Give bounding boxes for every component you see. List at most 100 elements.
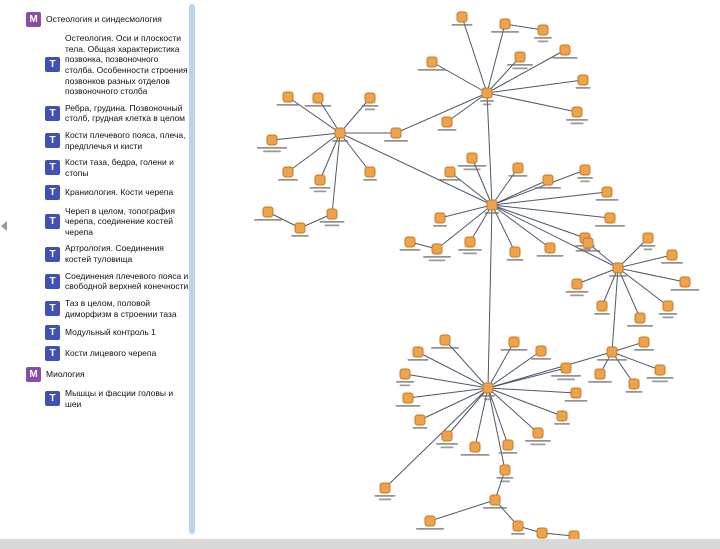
graph-node[interactable] <box>458 236 482 255</box>
graph-node[interactable] <box>525 427 551 446</box>
graph-node[interactable] <box>384 127 408 142</box>
graph-node[interactable] <box>257 134 287 153</box>
graph-node[interactable] <box>436 430 458 449</box>
graph-node[interactable] <box>627 312 653 327</box>
topic-badge: T <box>45 391 60 407</box>
graph-edge <box>469 204 493 243</box>
graph-node[interactable] <box>564 387 588 402</box>
graph-node[interactable] <box>399 236 421 251</box>
node-label-placeholder <box>463 168 481 171</box>
graph-node[interactable] <box>423 243 451 262</box>
node-label-placeholder <box>460 454 490 456</box>
graph-node[interactable] <box>565 278 589 297</box>
graph-node[interactable] <box>276 91 300 106</box>
graph-node[interactable] <box>575 74 591 89</box>
graph-node[interactable] <box>588 368 612 383</box>
graph-node[interactable] <box>451 11 473 26</box>
graph-node[interactable] <box>634 336 654 351</box>
graph-node[interactable] <box>609 262 627 277</box>
graph-node[interactable] <box>575 237 601 252</box>
graph-node[interactable] <box>536 242 564 257</box>
graph-node[interactable] <box>481 382 495 401</box>
graph-node[interactable] <box>625 378 643 393</box>
graph-node[interactable] <box>595 212 625 227</box>
graph-node[interactable] <box>460 441 490 456</box>
graph-node[interactable] <box>278 166 298 181</box>
graph-node[interactable] <box>507 51 533 70</box>
graph-node[interactable] <box>484 199 500 214</box>
graph-node[interactable] <box>439 166 461 181</box>
concept-map-pane[interactable] <box>200 0 720 549</box>
graph-node[interactable] <box>594 300 610 315</box>
graph-node[interactable] <box>508 162 528 177</box>
item-label: Краниология. Кости черепа <box>65 186 174 197</box>
graph-edge <box>404 373 489 389</box>
graph-node[interactable] <box>431 334 459 349</box>
node-label-placeholder <box>481 395 495 397</box>
graph-node[interactable] <box>670 276 700 291</box>
graph-node[interactable] <box>291 222 309 237</box>
graph-node[interactable] <box>511 520 525 535</box>
graph-node[interactable] <box>552 44 578 59</box>
graph-node[interactable] <box>407 346 429 361</box>
graph-node[interactable] <box>396 368 414 387</box>
module-badge: M <box>26 367 41 383</box>
graph-node[interactable] <box>361 92 379 111</box>
graph-node[interactable] <box>551 362 581 381</box>
graph-node[interactable] <box>319 208 345 227</box>
graph-node[interactable] <box>506 246 524 261</box>
graph-node[interactable] <box>457 152 487 171</box>
graph-node[interactable] <box>417 56 447 71</box>
graph-node[interactable] <box>480 87 494 106</box>
graph-node[interactable] <box>491 18 519 33</box>
graph-node[interactable] <box>577 164 593 183</box>
graph-node[interactable] <box>658 300 678 319</box>
graph-node[interactable] <box>595 186 619 201</box>
graph-node[interactable] <box>416 515 444 530</box>
collapse-sidebar-arrow-icon[interactable] <box>1 221 7 231</box>
graph-node[interactable] <box>363 166 377 181</box>
graph-node[interactable] <box>554 410 570 425</box>
graph-node[interactable] <box>535 174 561 189</box>
node-label-placeholder <box>566 119 588 121</box>
graph-edge <box>287 96 341 134</box>
graph-node[interactable] <box>661 249 683 264</box>
graph-node[interactable] <box>374 482 396 501</box>
graph-node[interactable] <box>332 127 348 142</box>
graph-node[interactable] <box>496 464 514 483</box>
graph-node[interactable] <box>597 346 627 361</box>
node-label-placeholder <box>670 289 700 291</box>
graph-node[interactable] <box>640 232 656 251</box>
topic-badge: T <box>45 133 60 149</box>
graph-node[interactable] <box>254 206 282 221</box>
graph-node[interactable] <box>646 364 674 383</box>
graph-node[interactable] <box>304 92 332 107</box>
graph-node[interactable] <box>433 212 447 227</box>
graph-node[interactable] <box>412 414 428 429</box>
graph-node[interactable] <box>483 494 507 509</box>
graph-node[interactable] <box>309 174 331 193</box>
sidebar-scrollbar[interactable] <box>189 4 195 534</box>
graph-node[interactable] <box>566 106 588 125</box>
graph-node[interactable] <box>395 392 421 407</box>
graph-node[interactable] <box>531 345 551 360</box>
graph-node[interactable] <box>437 116 457 131</box>
node-label-placeholder <box>580 180 590 183</box>
graph-node[interactable] <box>500 336 528 351</box>
graph-node[interactable] <box>534 24 552 43</box>
graph-node[interactable] <box>498 439 518 454</box>
